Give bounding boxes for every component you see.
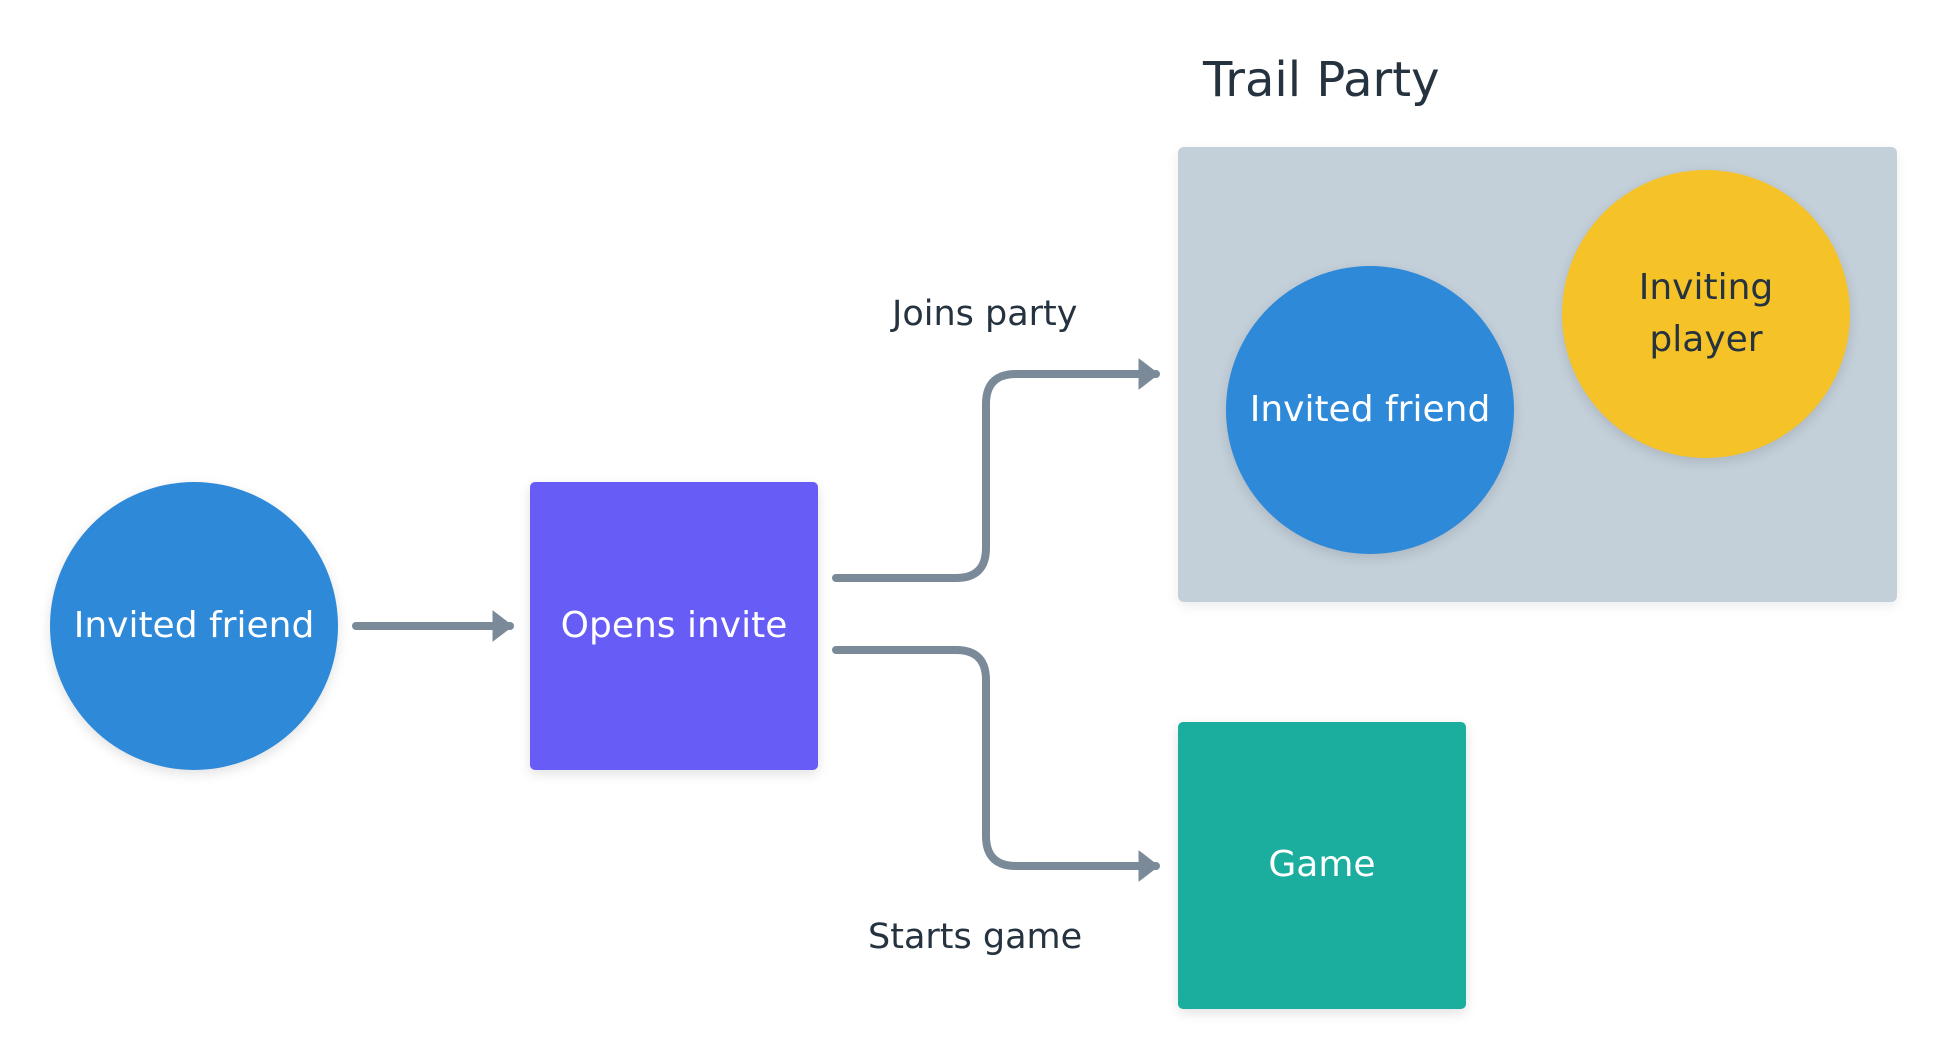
joins-party-label: Joins party xyxy=(892,294,1078,334)
opens-invite-node[interactable]: Opens invite xyxy=(530,482,818,770)
inviting-player-label-line-1: Inviting xyxy=(1638,266,1774,308)
inviting-player-label-line-2: player xyxy=(1649,319,1763,360)
party-invited-friend-label: Invited friend xyxy=(1249,388,1491,430)
invited-friend-label: Invited friend xyxy=(73,604,315,646)
edge-opens-invite-to-trail-party[interactable] xyxy=(832,358,1160,582)
inviting-player-node[interactable]: Inviting player xyxy=(1562,170,1850,458)
game-node[interactable]: Game xyxy=(1178,722,1466,1009)
trail-party-title: Trail Party xyxy=(1203,52,1440,108)
party-invited-friend-node[interactable]: Invited friend xyxy=(1226,266,1514,554)
game-label: Game xyxy=(1268,844,1376,886)
starts-game-label: Starts game xyxy=(868,917,1083,957)
invited-friend-node[interactable]: Invited friend xyxy=(50,482,338,770)
opens-invite-label: Opens invite xyxy=(560,604,788,646)
edge-opens-invite-to-game[interactable] xyxy=(832,646,1160,882)
